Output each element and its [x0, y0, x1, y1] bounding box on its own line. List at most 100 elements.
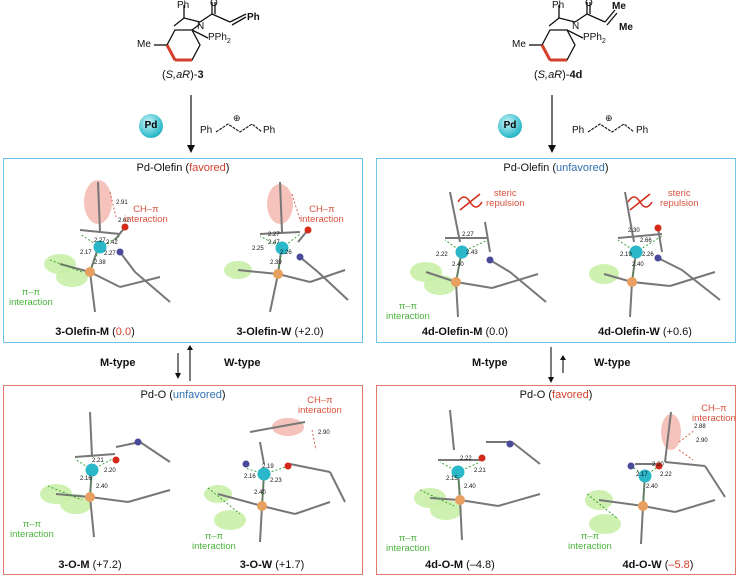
- caption-4d-o-w: 4d-O-W (–5.8): [622, 559, 694, 571]
- dist: 2.27: [268, 232, 280, 238]
- compound-3-ph-top: Ph: [177, 0, 190, 11]
- allyl-ph-left-r: Ph: [263, 125, 276, 136]
- dist: 2.22: [460, 456, 472, 462]
- structure-4d-olefin-m: [410, 191, 547, 318]
- compound-3-structure: [154, 2, 247, 62]
- dist: 2.90: [318, 430, 330, 436]
- dist: 2.16: [244, 474, 256, 480]
- compound-4d-ph-top: Ph: [552, 0, 565, 11]
- structure-4d-o-m: [414, 409, 541, 541]
- compound-3-o: O: [210, 0, 218, 9]
- panel-4d-pd-o: Pd-O (favored): [376, 385, 736, 575]
- dist: 2.40: [632, 262, 644, 268]
- dist: 2.19: [620, 252, 632, 258]
- w-type-label-left: W-type: [224, 357, 261, 369]
- compound-3-label: (S,aR)-3: [162, 69, 204, 81]
- compound-4d-o: O: [585, 0, 593, 9]
- pd-atom-badge-left: Pd: [139, 114, 163, 138]
- structure-3-o-w: [204, 418, 346, 543]
- reaction-arrow-left: [187, 95, 195, 153]
- compound-4d-pph2: PPh2: [583, 32, 606, 45]
- dist: 2.23: [270, 478, 282, 484]
- structure-3-olefin-m: [44, 180, 171, 313]
- panel-title: Pd-O (favored): [519, 389, 593, 401]
- allyl-charge-left: ⊕: [233, 113, 241, 123]
- w-type-label-right: W-type: [594, 357, 631, 369]
- equilibrium-arrows-left: [175, 345, 193, 381]
- allyl-cation-right: [587, 123, 635, 133]
- dist: 2.43: [466, 250, 478, 256]
- allyl-charge-right: ⊕: [605, 113, 613, 123]
- panel-title: Pd-Olefin (unfavored): [503, 162, 609, 174]
- caption-3-olefin-w: 3-Olefin-W (+2.0): [236, 326, 324, 338]
- compound-4d-me: Me: [512, 39, 526, 50]
- panel-title: Pd-O (unfavored): [140, 389, 226, 401]
- dist: 2.21: [92, 458, 104, 464]
- caption-3-olefin-m: 3-Olefin-M (0.0): [55, 326, 135, 338]
- dist: 2.27: [104, 251, 116, 257]
- compound-4d-structure: [529, 2, 618, 62]
- dist: 2.40: [96, 484, 108, 490]
- panel-4d-pd-olefin: Pd-Olefin (unfavored): [376, 158, 736, 343]
- dist: 2.40: [452, 262, 464, 268]
- dist: 2.26: [280, 250, 292, 256]
- pd-atom-badge-right: Pd: [498, 114, 522, 138]
- caption-3-o-w: 3-O-W (+1.7): [239, 559, 305, 571]
- dist: 2.20: [652, 462, 664, 468]
- panel-3-pd-o: Pd-O (unfavored): [3, 385, 363, 575]
- compound-4d-n: N: [572, 21, 580, 32]
- caption-4d-o-m: 4d-O-M (–4.8): [425, 559, 495, 571]
- reaction-arrow-right: [548, 95, 556, 153]
- dist: 2.27: [462, 232, 474, 238]
- structure-4d-o-w: [585, 411, 726, 545]
- dist: 2.47: [268, 240, 280, 246]
- structure-3-olefin-w: [224, 181, 349, 313]
- allyl-ph-right-r: Ph: [636, 125, 649, 136]
- dist: 2.25: [252, 246, 264, 252]
- allyl-cation-left: [215, 123, 263, 133]
- dist: 2.90: [696, 438, 708, 444]
- dist: 2.16: [80, 476, 92, 482]
- structure-3-o-m: [40, 411, 171, 538]
- dist: 2.88: [694, 424, 706, 430]
- dist: 2.17: [636, 472, 648, 478]
- dist: 2.66: [640, 238, 652, 244]
- dist: 2.91: [116, 200, 128, 206]
- compound-3-me: Me: [137, 39, 151, 50]
- dist: 2.40: [464, 484, 476, 490]
- compound-3-n: N: [197, 21, 205, 32]
- dist: 2.20: [104, 468, 116, 474]
- allyl-ph-right-l: Ph: [572, 125, 585, 136]
- caption-4d-olefin-w: 4d-Olefin-W (+0.6): [598, 326, 692, 338]
- compound-4d-me-a: Me: [612, 1, 626, 12]
- compound-3-pph2: PPh2: [208, 32, 231, 45]
- dist: 2.42: [106, 240, 118, 246]
- m-type-label-left: M-type: [100, 357, 136, 369]
- dist: 2.22: [660, 472, 672, 478]
- dist: 2.39: [270, 260, 282, 266]
- structure-4d-olefin-w: [589, 191, 721, 318]
- m-type-label-right: M-type: [472, 357, 508, 369]
- dist: 2.38: [94, 260, 106, 266]
- panel-3-pd-olefin: Pd-Olefin (favored): [3, 158, 363, 343]
- dist: 2.40: [254, 490, 266, 496]
- panel-title: Pd-Olefin (favored): [136, 162, 230, 174]
- dist: 2.17: [80, 250, 92, 256]
- equilibrium-arrows-right: [548, 347, 566, 383]
- dist: 2.21: [474, 468, 486, 474]
- dist: 2.19: [262, 464, 274, 470]
- dist: 2.62: [118, 218, 130, 224]
- dist: 2.26: [642, 252, 654, 258]
- caption-3-o-m: 3-O-M (+7.2): [58, 559, 122, 571]
- dist: 2.22: [436, 252, 448, 258]
